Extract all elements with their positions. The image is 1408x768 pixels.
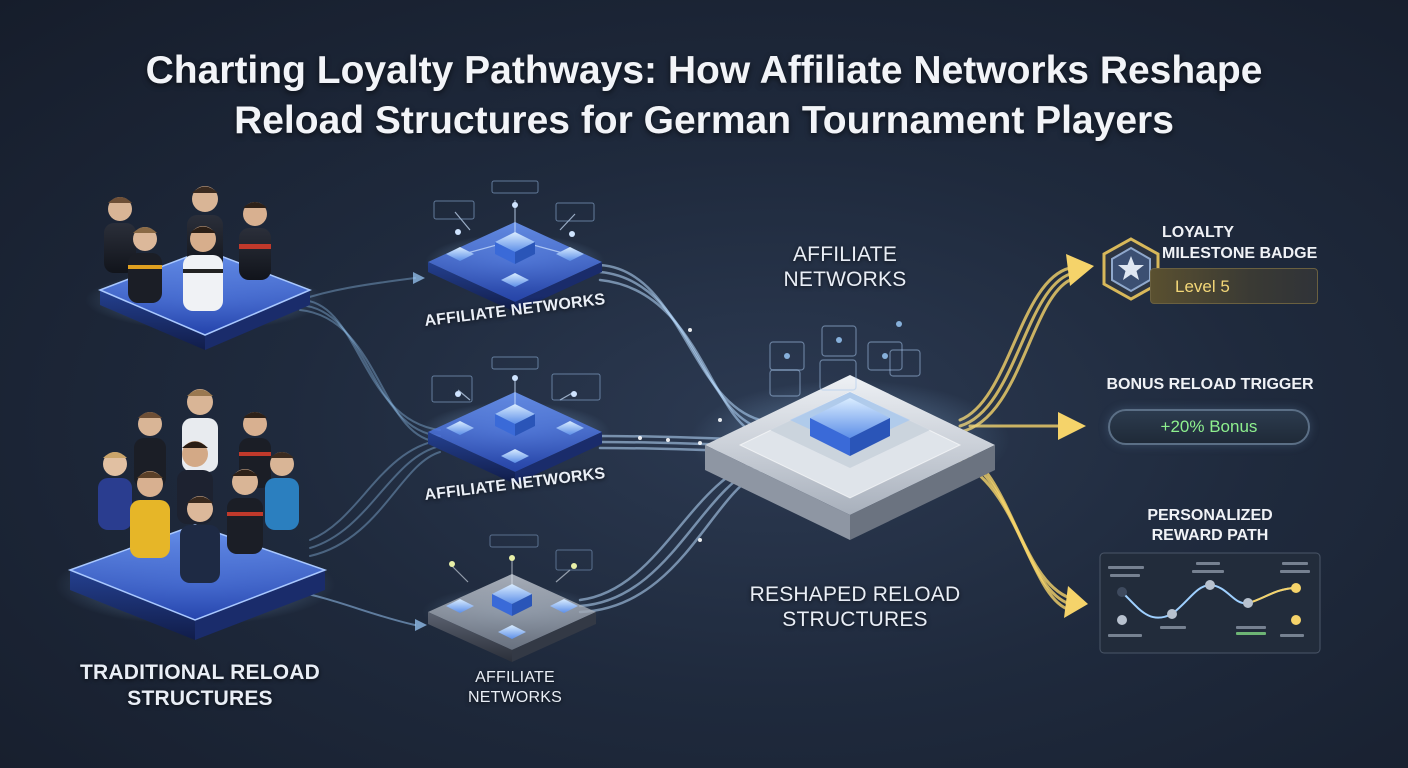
- label-affiliate-bottom-line-1: AFFILIATE: [475, 669, 555, 686]
- reward-path-chart: [1099, 552, 1321, 654]
- affiliate-node-bottom: [422, 534, 602, 662]
- page-title-line-1: Charting Loyalty Pathways: How Affiliate…: [145, 49, 1263, 92]
- affiliate-node-middle-cubes: [446, 404, 584, 463]
- label-reshaped-line-1: RESHAPED RELOAD: [749, 583, 961, 606]
- reward-path-title: PERSONALIZED REWARD PATH: [1110, 506, 1310, 546]
- label-traditional-line-2: STRUCTURES: [127, 687, 273, 710]
- players-platform-bottom: [55, 389, 335, 640]
- loyalty-title-line-2: MILESTONE BADGE: [1162, 245, 1318, 262]
- central-hub: [690, 321, 1010, 540]
- label-reshaped-line-2: STRUCTURES: [782, 608, 928, 631]
- loyalty-badge-star-icon: [1102, 237, 1160, 301]
- label-affiliate-bottom: AFFILIATE NETWORKS: [440, 668, 590, 708]
- players-group-bottom: [98, 389, 299, 583]
- label-affiliate-center-line-2: NETWORKS: [783, 268, 907, 291]
- players-group-top: [104, 186, 271, 311]
- label-affiliate-center: AFFILIATE NETWORKS: [760, 242, 930, 292]
- bonus-reload-title: BONUS RELOAD TRIGGER: [1106, 376, 1314, 393]
- bonus-value-pill: +20% Bonus: [1108, 409, 1310, 445]
- affiliate-node-top-cubes: [446, 232, 584, 287]
- label-traditional-line-1: TRADITIONAL RELOAD: [79, 661, 321, 684]
- page-title-line-2: Reload Structures for German Tournament …: [234, 99, 1174, 142]
- label-reshaped-reload: RESHAPED RELOAD STRUCTURES: [720, 582, 990, 632]
- label-affiliate-center-line-1: AFFILIATE: [792, 243, 898, 266]
- affiliate-node-top: [425, 180, 605, 312]
- players-platform-top: [85, 186, 325, 350]
- loyalty-milestone-title: LOYALTY MILESTONE BADGE: [1162, 222, 1342, 264]
- page-title: Charting Loyalty Pathways: How Affiliate…: [0, 46, 1408, 146]
- label-traditional-reload: TRADITIONAL RELOAD STRUCTURES: [60, 660, 340, 712]
- reward-title-line-1: PERSONALIZED: [1147, 507, 1273, 524]
- loyalty-title-line-1: LOYALTY: [1162, 224, 1235, 241]
- label-affiliate-bottom-line-2: NETWORKS: [467, 689, 563, 706]
- loyalty-level-box: Level 5: [1150, 268, 1318, 304]
- affiliate-node-bottom-cubes: [446, 584, 578, 639]
- reward-title-line-2: REWARD PATH: [1151, 527, 1269, 544]
- hub-floating-cubes: [769, 325, 921, 397]
- affiliate-node-middle: [420, 356, 610, 484]
